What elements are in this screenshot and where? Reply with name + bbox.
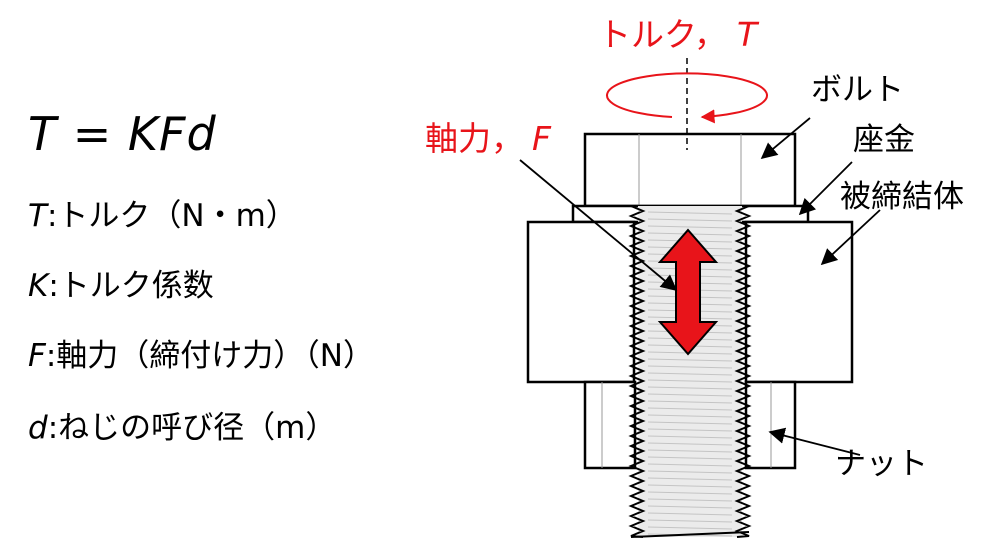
- thread-hatch: [647, 386, 733, 390]
- thread-line: [734, 205, 752, 538]
- thread-hatch: [647, 421, 733, 425]
- thread-hatch: [647, 456, 733, 460]
- thread-hatch: [647, 484, 733, 488]
- legend-symbol: K: [28, 268, 49, 304]
- legend-row-axial-force: F:軸力（締付け力）（N）: [28, 336, 374, 376]
- thread-hatch: [647, 358, 733, 362]
- thread-hatch: [647, 505, 733, 509]
- thread-hatch: [647, 365, 733, 369]
- thread-hatch: [647, 372, 733, 376]
- legend-symbol: F: [28, 338, 46, 374]
- legend-row-torque-coefficient: K:トルク係数: [28, 266, 214, 306]
- legend-symbol: d: [28, 410, 48, 446]
- workpiece-label: 被締結体: [840, 179, 964, 215]
- legend-symbol: T: [28, 198, 47, 234]
- bolt-end: [630, 531, 750, 538]
- thread-hatch: [647, 491, 733, 495]
- torque-arrow: [606, 72, 768, 124]
- thread-hatch: [647, 449, 733, 453]
- thread-hatch: [647, 211, 733, 215]
- clamped-body: [526, 220, 854, 384]
- thread-hatch: [647, 428, 733, 432]
- thread-hatch: [647, 526, 733, 530]
- legend-text: :トルク係数: [48, 268, 214, 304]
- torque-label: トルク，T: [598, 15, 760, 54]
- thread-hatch: [647, 463, 733, 467]
- leader-washer: [798, 161, 853, 216]
- axial-force-arrow: [657, 228, 719, 356]
- axial-force-label: 軸力，F: [425, 119, 552, 158]
- thread-hatch: [647, 470, 733, 474]
- torque-symbol: T: [737, 15, 760, 54]
- leader-workpiece: [820, 209, 881, 266]
- thread-hatch: [647, 393, 733, 397]
- formula: T = KFd: [28, 107, 217, 161]
- leader-bolt: [760, 117, 811, 160]
- legend-text: :トルク（N・m）: [46, 198, 297, 234]
- thread-hatch: [647, 519, 733, 523]
- thread-hatch: [647, 400, 733, 404]
- thread-hatch: [647, 442, 733, 446]
- legend-text: :軸力（締付け力）（N）: [45, 338, 374, 374]
- legend-text: :ねじの呼び径（m）: [47, 410, 337, 446]
- legend-row-torque: T:トルク（N・m）: [28, 196, 297, 236]
- legend-row-nominal-diameter: d:ねじの呼び径（m）: [28, 408, 336, 448]
- thread-hatch: [647, 414, 733, 418]
- leader-axial: [519, 159, 678, 292]
- thread-hatch: [647, 225, 733, 229]
- thread-hatch: [647, 435, 733, 439]
- thread-hatch: [647, 498, 733, 502]
- washer-label: 座金: [853, 122, 915, 158]
- thread-hatch: [647, 512, 733, 516]
- bolt-label: ボルト: [811, 72, 904, 108]
- leader-nut: [768, 427, 861, 456]
- thread-hatch: [647, 477, 733, 481]
- thread-hatch: [647, 379, 733, 383]
- axial-force-symbol: F: [532, 119, 552, 158]
- thread-hatch: [647, 218, 733, 222]
- thread-hatch: [647, 407, 733, 411]
- nut-label: ナット: [835, 446, 928, 482]
- bolt-head: [583, 132, 797, 208]
